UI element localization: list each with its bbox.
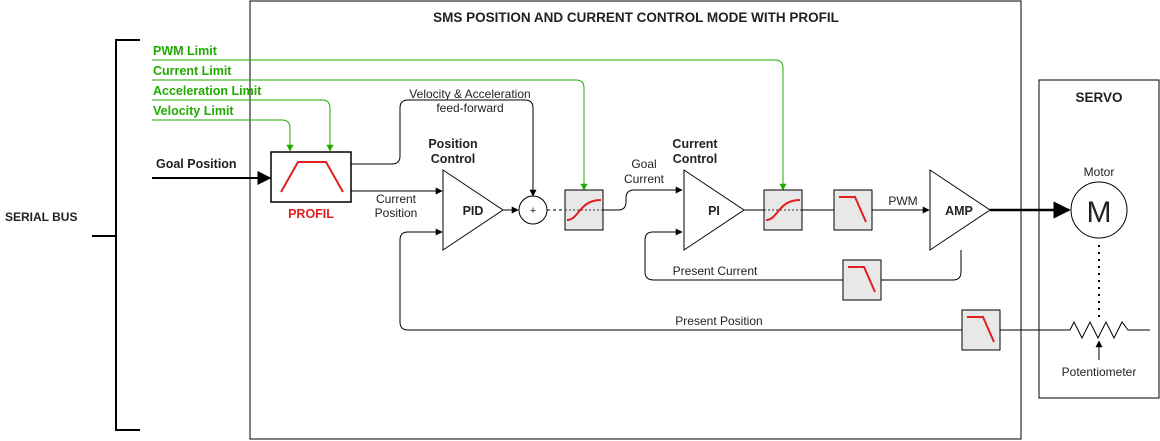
current-position-label-1: Current [376,192,417,206]
pid-block [442,169,504,251]
diagram-title: SMS POSITION AND CURRENT CONTROL MODE WI… [433,10,839,25]
goal-position-label: Goal Position [156,157,237,171]
pi-block [683,169,745,251]
goal-current-line [603,186,683,211]
sum-symbol: + [530,205,536,217]
position-control-label-2: Control [431,152,475,166]
current-control-label-1: Current [672,137,718,151]
position-control-label-1: Position [428,137,477,151]
current-limit-label: Current Limit [153,64,232,78]
pi-label: PI [708,204,720,218]
present-current-line [877,250,962,281]
current-filter-curve [848,266,876,293]
pwm-label: PWM [888,194,917,208]
pwm-limit-line [152,59,787,191]
serial-bus-bracket [92,39,140,431]
present-position-label: Present Position [675,314,762,328]
velocity-limit-line [152,119,294,152]
profil-trapezoid [280,161,344,193]
servo-title: SERVO [1075,90,1122,105]
position-filter-curve [967,316,995,343]
current-limiter-curve [566,199,602,221]
potentiometer-label: Potentiometer [1062,365,1137,379]
amp-block [929,169,991,251]
serial-bus-label: SERIAL BUS [5,210,77,224]
acceleration-limit-line [152,99,334,152]
present-current-label: Present Current [673,264,758,278]
pwm-limiter-block [763,189,803,231]
present-current-return-line [644,228,843,281]
motor-symbol: M [1087,196,1112,229]
velocity-limit-label: Velocity Limit [153,104,234,118]
pid-label: PID [463,204,484,218]
goal-current-label-2: Current [624,172,665,186]
amp-label: AMP [945,204,973,218]
feed-forward-line [351,99,537,197]
current-control-label-2: Control [673,152,717,166]
current-limiter-block [564,189,604,231]
goal-current-label-1: Goal [631,157,656,171]
feed-forward-label-2: feed-forward [436,101,503,115]
potentiometer-icon [1050,320,1150,340]
feed-forward-label-1: Velocity & Acceleration [409,87,530,101]
motor-icon [1070,181,1128,239]
present-position-line [399,228,962,331]
pwm-limit-label: PWM Limit [153,44,218,58]
profil-label: PROFIL [288,207,334,221]
pwm-filter-curve [839,196,867,223]
acceleration-limit-label: Acceleration Limit [153,84,262,98]
servo-frame [1038,79,1160,399]
motor-label: Motor [1084,165,1115,179]
current-position-label-2: Position [375,206,418,220]
pwm-limiter-curve [765,199,801,221]
control-frame [249,0,1022,440]
current-limit-line [152,79,588,191]
profil-block [270,151,352,203]
